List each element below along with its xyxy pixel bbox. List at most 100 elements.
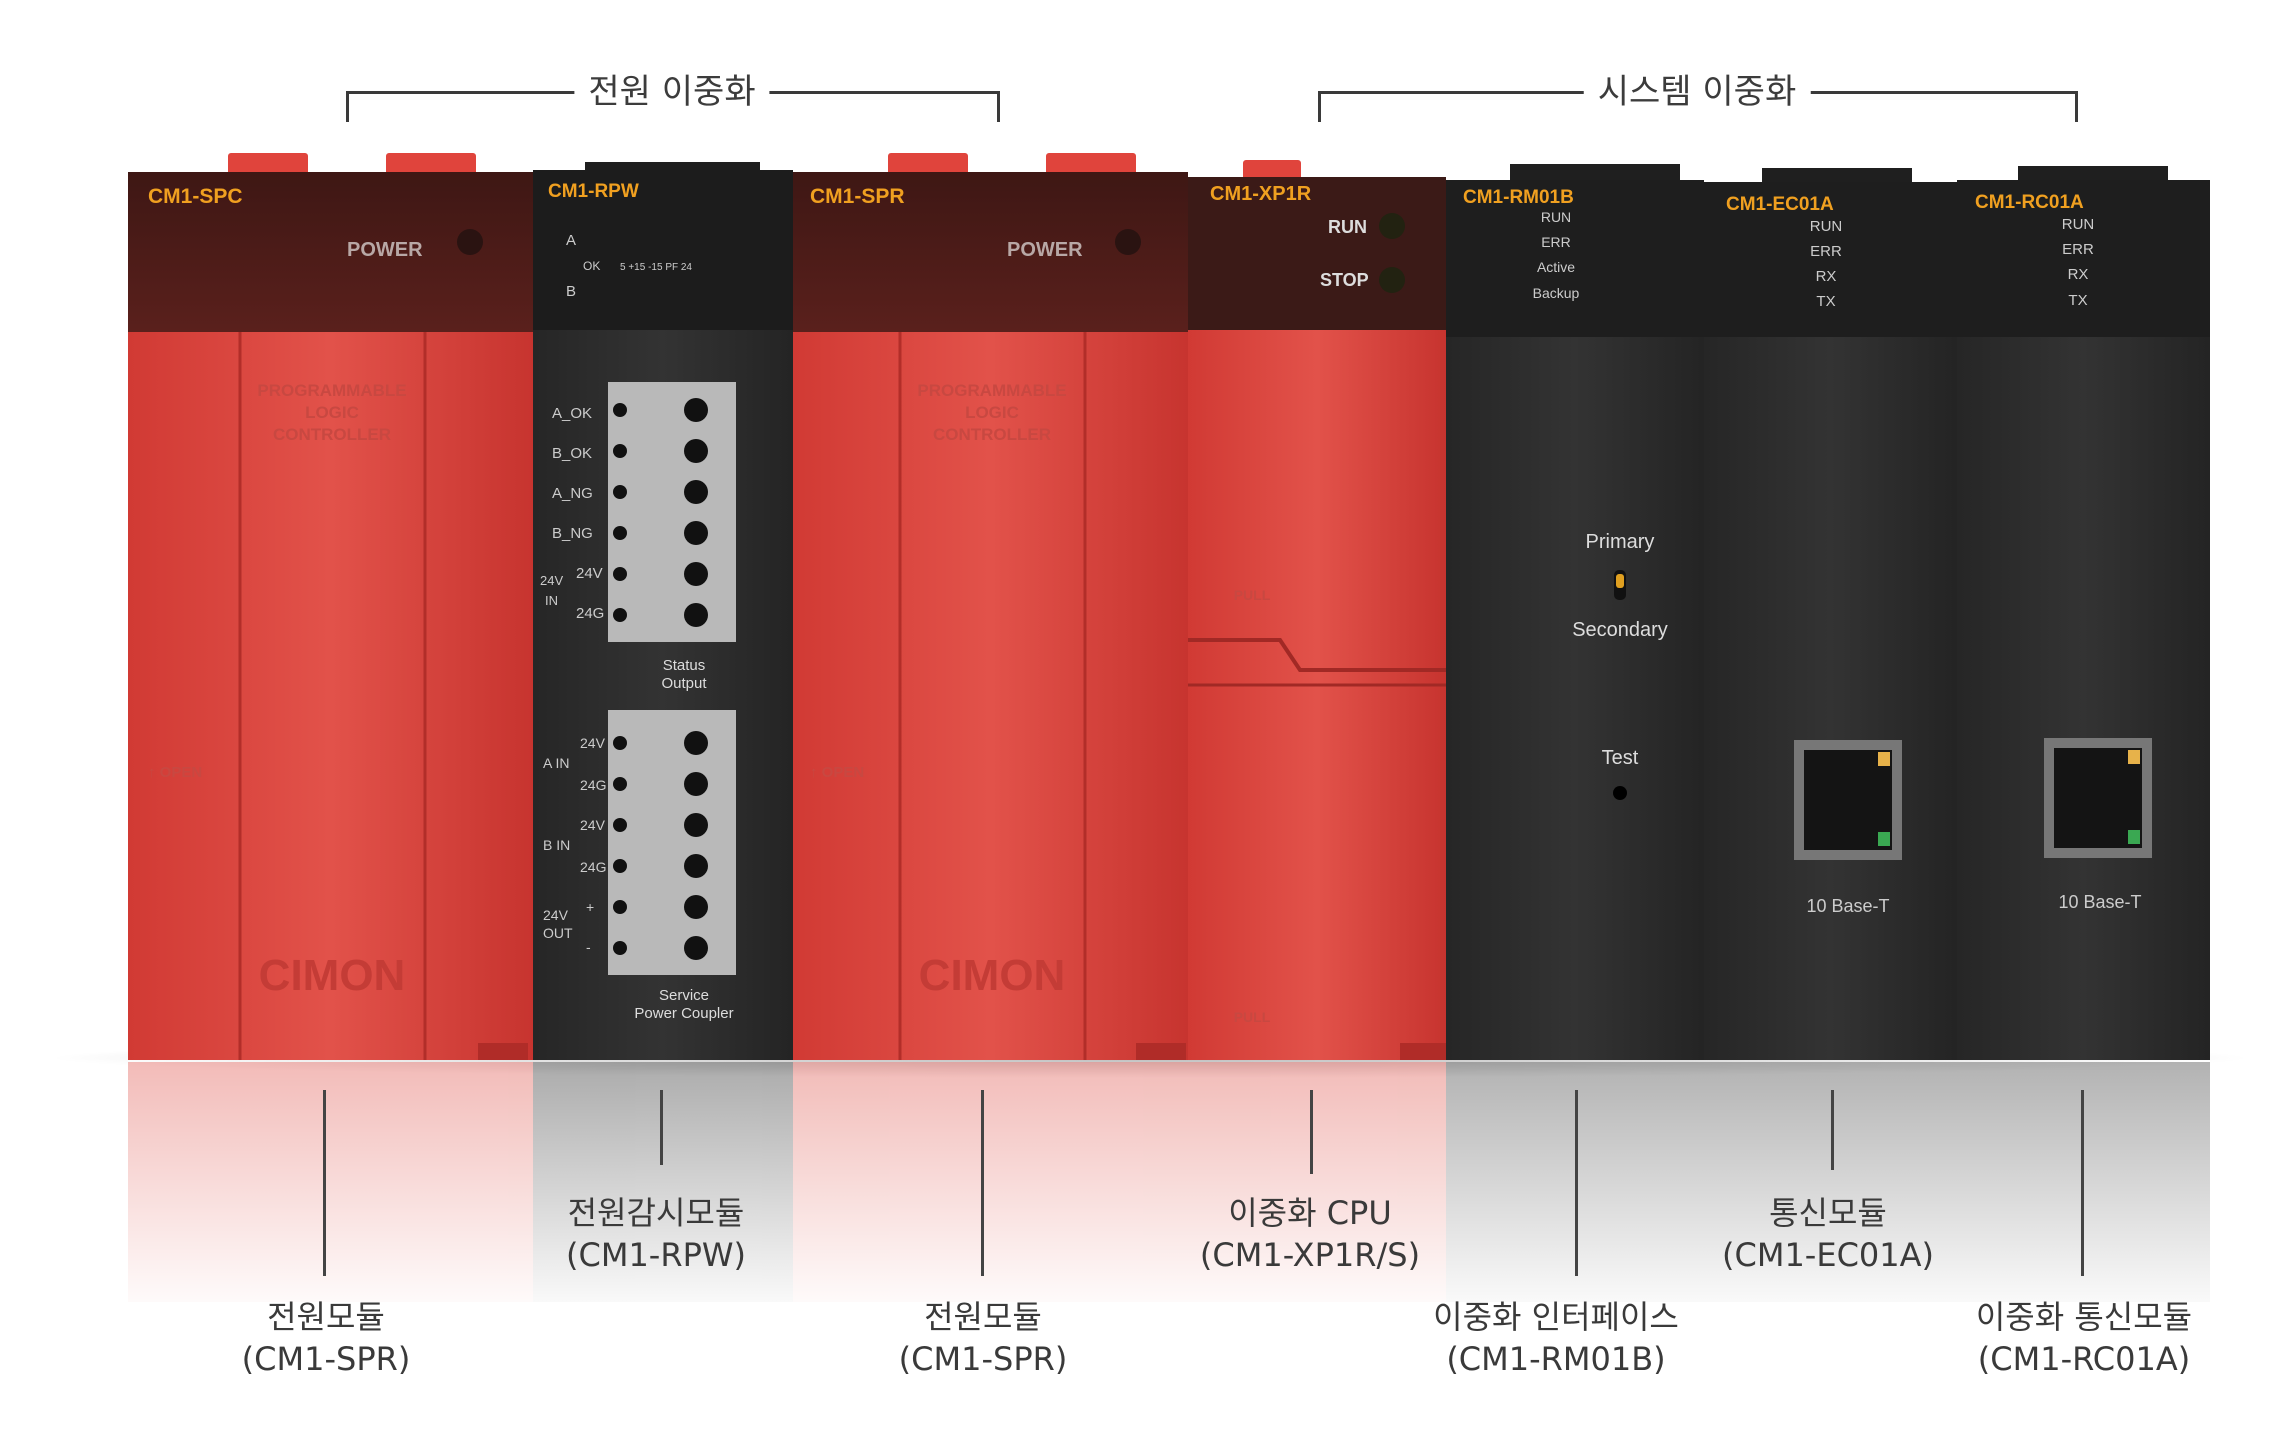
- module-spr: CM1-SPR POWER PROGRAMMABLE LOGIC CONTROL…: [793, 153, 1188, 1060]
- tick-spc: [323, 1090, 326, 1276]
- svg-text:↑ OPEN: ↑ OPEN: [148, 764, 202, 781]
- svg-text:CM1-RC01A: CM1-RC01A: [1975, 192, 2084, 213]
- svg-text:Power Coupler: Power Coupler: [634, 1005, 733, 1022]
- label-xp1r: 이중화 CPU (CM1-XP1R/S): [1200, 1192, 1420, 1276]
- svg-text:RUN: RUN: [2062, 216, 2095, 233]
- svg-text:IN: IN: [545, 593, 558, 608]
- spc-model-label: CM1-SPC: [148, 185, 243, 208]
- svg-text:B_OK: B_OK: [552, 445, 592, 462]
- svg-text:-: -: [586, 939, 591, 955]
- label-spr-name: 전원모듈: [924, 1298, 1042, 1336]
- svg-text:OK: OK: [583, 259, 600, 273]
- label-rc01a-name: 이중화 통신모듈: [1975, 1298, 2193, 1336]
- svg-text:24V: 24V: [543, 907, 569, 923]
- svg-text:TX: TX: [1816, 293, 1835, 310]
- svg-text:Test: Test: [1602, 747, 1639, 769]
- tick-rc01a: [2081, 1090, 2084, 1276]
- svg-text:A: A: [566, 232, 576, 249]
- svg-text:CIMON: CIMON: [259, 951, 406, 1000]
- label-xp1r-name: 이중화 CPU: [1228, 1194, 1392, 1232]
- svg-text:24G: 24G: [576, 605, 604, 622]
- label-rpw: 전원감시모듈 (CM1-RPW): [566, 1192, 746, 1276]
- module-rc01a: CM1-RC01A RUN ERR RX TX 10 Base-T: [1957, 166, 2210, 1060]
- label-spc: 전원모듈 (CM1-SPR): [242, 1296, 411, 1380]
- module-spc: CM1-SPC POWER PROGRAMMABLE LOGIC CONTROL…: [128, 153, 533, 1060]
- svg-text:PULL: PULL: [1234, 1009, 1271, 1025]
- svg-text:Status: Status: [663, 657, 706, 674]
- svg-text:CM1-RM01B: CM1-RM01B: [1463, 187, 1574, 208]
- svg-text:CM1-XP1R: CM1-XP1R: [1210, 183, 1312, 205]
- label-ec01a: 통신모듈 (CM1-EC01A): [1722, 1192, 1934, 1276]
- label-spr: 전원모듈 (CM1-SPR): [899, 1296, 1068, 1380]
- svg-text:RX: RX: [1816, 268, 1837, 285]
- tick-ec01a: [1831, 1090, 1834, 1170]
- power-redundancy-title: 전원 이중화: [574, 72, 770, 112]
- svg-text:Output: Output: [661, 675, 707, 692]
- svg-text:24V: 24V: [576, 565, 603, 582]
- svg-text:POWER: POWER: [1007, 239, 1083, 261]
- svg-text:Backup: Backup: [1533, 285, 1580, 301]
- svg-text:CM1-EC01A: CM1-EC01A: [1726, 194, 1834, 215]
- tick-rpw: [660, 1090, 663, 1165]
- svg-text:24V: 24V: [540, 573, 563, 588]
- label-rc01a: 이중화 통신모듈 (CM1-RC01A): [1976, 1296, 2192, 1380]
- svg-text:PROGRAMMABLE: PROGRAMMABLE: [917, 381, 1066, 400]
- svg-text:CONTROLLER: CONTROLLER: [933, 425, 1051, 444]
- svg-text:A IN: A IN: [543, 755, 569, 771]
- svg-text:↑ OPEN: ↑ OPEN: [810, 764, 864, 781]
- system-redundancy-title: 시스템 이중화: [1583, 72, 1811, 112]
- tick-spr: [981, 1090, 984, 1276]
- svg-text:10 Base-T: 10 Base-T: [1806, 896, 1889, 916]
- label-spc-model: (CM1-SPR): [241, 1340, 411, 1378]
- svg-text:Service: Service: [659, 987, 709, 1004]
- svg-text:ERR: ERR: [1810, 243, 1842, 260]
- label-ec01a-name: 통신모듈: [1769, 1194, 1887, 1232]
- label-ec01a-model: (CM1-EC01A): [1722, 1236, 1934, 1274]
- svg-text:Active: Active: [1537, 259, 1575, 275]
- label-spc-name: 전원모듈: [267, 1298, 385, 1336]
- tick-xp1r: [1310, 1090, 1313, 1174]
- svg-text:RX: RX: [2068, 266, 2089, 283]
- module-rpw: CM1-RPW A OK B 5 +15 -15 PF 24 A_OKB_OKA…: [533, 162, 793, 1060]
- svg-text:5 +15 -15 PF 24: 5 +15 -15 PF 24: [620, 262, 692, 273]
- svg-text:CIMON: CIMON: [919, 951, 1066, 1000]
- svg-text:OUT: OUT: [543, 925, 573, 941]
- svg-text:+: +: [586, 899, 594, 915]
- spc-power-label: POWER: [347, 239, 423, 261]
- label-xp1r-model: (CM1-XP1R/S): [1199, 1236, 1421, 1274]
- label-rc01a-model: (CM1-RC01A): [1977, 1340, 2191, 1378]
- svg-text:RUN: RUN: [1328, 217, 1367, 237]
- svg-text:10 Base-T: 10 Base-T: [2058, 892, 2141, 912]
- svg-text:B IN: B IN: [543, 837, 570, 853]
- svg-text:CM1-RPW: CM1-RPW: [548, 181, 639, 202]
- svg-text:TX: TX: [2068, 292, 2087, 309]
- module-xp1r: CM1-XP1R RUN STOP PULL PULL: [1188, 160, 1446, 1060]
- svg-text:PULL: PULL: [1234, 587, 1271, 603]
- svg-text:CONTROLLER: CONTROLLER: [273, 425, 391, 444]
- label-rpw-name: 전원감시모듈: [567, 1194, 745, 1232]
- svg-text:RUN: RUN: [1541, 209, 1571, 225]
- label-rm01b-name: 이중화 인터페이스: [1433, 1298, 1679, 1336]
- label-rm01b-model: (CM1-RM01B): [1446, 1340, 1666, 1378]
- svg-text:24V: 24V: [580, 817, 606, 833]
- label-spr-model: (CM1-SPR): [898, 1340, 1068, 1378]
- svg-text:ERR: ERR: [1541, 234, 1571, 250]
- svg-text:24G: 24G: [580, 859, 606, 875]
- svg-text:Primary: Primary: [1586, 531, 1655, 553]
- svg-text:CM1-SPR: CM1-SPR: [810, 185, 905, 208]
- svg-text:A_NG: A_NG: [552, 485, 593, 502]
- svg-text:LOGIC: LOGIC: [965, 403, 1019, 422]
- svg-text:STOP: STOP: [1320, 270, 1369, 290]
- svg-text:LOGIC: LOGIC: [305, 403, 359, 422]
- label-rm01b: 이중화 인터페이스 (CM1-RM01B): [1433, 1296, 1679, 1380]
- svg-text:RUN: RUN: [1810, 218, 1843, 235]
- svg-text:B_NG: B_NG: [552, 525, 593, 542]
- svg-text:ERR: ERR: [2062, 241, 2094, 258]
- svg-text:24G: 24G: [580, 777, 606, 793]
- svg-text:PROGRAMMABLE: PROGRAMMABLE: [257, 381, 406, 400]
- label-rpw-model: (CM1-RPW): [566, 1236, 746, 1274]
- svg-text:Secondary: Secondary: [1572, 619, 1668, 641]
- svg-text:24V: 24V: [580, 735, 606, 751]
